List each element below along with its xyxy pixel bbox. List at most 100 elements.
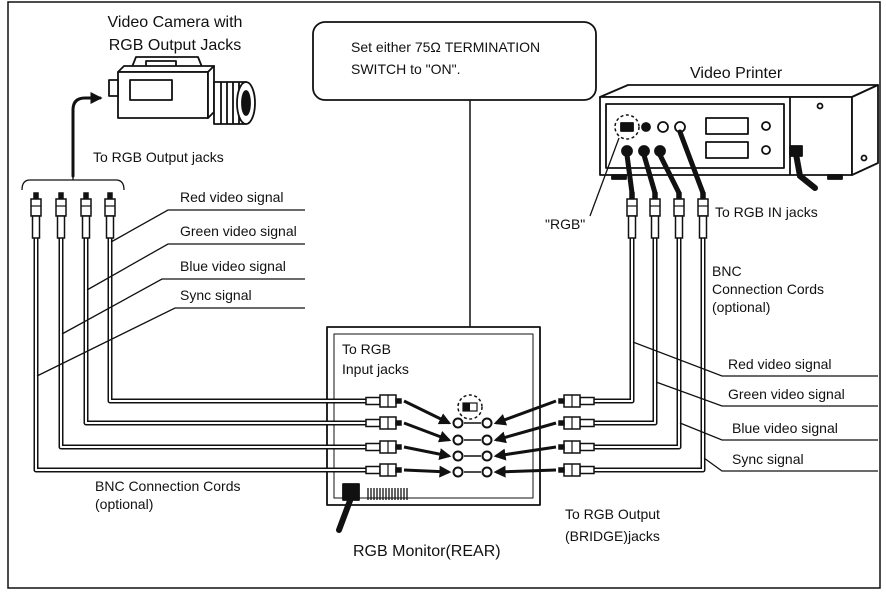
monitor-power-cord (336, 495, 354, 533)
right-cord-blue-core (594, 236, 680, 448)
printer-foot (827, 174, 843, 180)
left-cord-green-core (85, 236, 366, 424)
input-arrow-blue (403, 445, 452, 461)
camera-title-line2: RGB Output Jacks (109, 37, 242, 54)
left-signal-leader-blue (61, 278, 305, 335)
monitor-bridge-jack-green (481, 434, 493, 446)
bridge-arrow-blue (493, 445, 557, 461)
monitor-input-plug-red-pin (395, 398, 402, 404)
monitor-bridge-label-line1: To RGB Output (565, 506, 660, 522)
right-cord-green (594, 236, 658, 426)
camera-side-plug-sync-sleeve (30, 198, 42, 217)
monitor-input-plug-sync (365, 463, 402, 477)
bridge-arrow-green (493, 421, 557, 444)
right-cord-red-outline (594, 236, 635, 404)
right-cords-label-line2: Connection Cords (712, 281, 824, 297)
camera-side-plug-green (80, 192, 92, 239)
monitor-input-plug-blue (365, 440, 402, 454)
input-arrow-sync (403, 465, 452, 478)
monitor-bridge-plug-blue (558, 440, 595, 454)
printer-title: Video Printer (690, 65, 783, 82)
left-cord-red-core (109, 236, 366, 402)
printer-rgb-switch (620, 122, 634, 132)
monitor-bridge-plug-blue-pin (558, 444, 565, 450)
monitor-bridge-jack-sync (481, 466, 493, 478)
printer-lead-green (641, 152, 658, 196)
monitor-bridge-plug-sync-boot (579, 465, 595, 475)
printer-side-plug-green (649, 192, 661, 239)
printer-side-plug-sync-pin (700, 192, 706, 200)
printer-side-plug-green-boot (650, 215, 660, 239)
printer-screw (860, 154, 868, 162)
printer-lead-blue (657, 152, 682, 196)
monitor-bridge-plug-green (558, 416, 595, 430)
video-camera (108, 56, 256, 125)
printer-side-plug-sync-boot (698, 215, 708, 239)
printer-jack (657, 121, 669, 133)
camera-output-jacks-label: To RGB Output jacks (93, 149, 224, 165)
monitor-input-label-line2: Input jacks (342, 361, 409, 377)
termination-callout-box (312, 21, 597, 101)
monitor-bridge-plug-green-boot (579, 418, 595, 428)
right-signal-leader-red (632, 341, 878, 377)
diagram-frame (7, 1, 881, 589)
right-cords-label-line1: BNC (712, 263, 742, 279)
monitor-bridge-plug-blue-boot (579, 442, 595, 452)
camera-eyepiece (108, 79, 119, 97)
termination-switch-highlight (457, 394, 483, 420)
printer-connector-upper (705, 117, 749, 135)
right-cord-blue-outline (594, 236, 682, 450)
left-cords-label-line1: BNC Connection Cords (95, 478, 241, 494)
monitor-bridge-plug-red-pin (558, 398, 565, 404)
printer-side-plug-blue (673, 192, 685, 239)
monitor-bridge-plug-green-pin (558, 420, 565, 426)
printer-side-plug-green-pin (652, 192, 658, 200)
right-signal-label-green: Green video signal (728, 386, 845, 402)
camera-side-plug-red (104, 192, 116, 239)
monitor-bridge-plug-red (558, 394, 595, 408)
printer-rgb-switch-leader (589, 137, 620, 217)
monitor-bridge-plug-red-boot (579, 396, 595, 406)
left-signal-leader-sync (36, 307, 305, 377)
monitor-input-plug-red-boot (365, 396, 381, 406)
right-cord-red-core (594, 236, 633, 402)
printer-connector-lower (705, 141, 749, 159)
cables (33, 236, 706, 473)
right-cords-label-line3: (optional) (712, 299, 770, 315)
camera-side-plug-sync (30, 192, 42, 239)
printer-in-jacks-label: To RGB IN jacks (715, 204, 818, 220)
bnc-plugs (30, 192, 709, 477)
right-cord-blue (594, 236, 682, 450)
camera-side-plug-red-boot (105, 215, 115, 239)
input-arrow-green (403, 421, 452, 443)
termination-callout-line1: Set either 75Ω TERMINATION (351, 39, 540, 55)
termination-switch-lever (463, 403, 470, 411)
left-signal-label-green: Green video signal (180, 223, 297, 239)
printer-side-plug-red-sleeve (626, 198, 638, 217)
printer-side-plug-blue-boot (674, 215, 684, 239)
left-signal-label-sync: Sync signal (180, 287, 252, 303)
camera-side-plug-sync-pin (33, 192, 39, 200)
printer-side-plug-sync-sleeve (697, 198, 709, 217)
monitor-jacks (403, 399, 557, 478)
camera-side-plug-red-sleeve (104, 198, 116, 217)
camera-side-plug-blue-sleeve (55, 198, 67, 217)
left-cords-label-line2: (optional) (95, 496, 153, 512)
printer-side-plug-blue-pin (676, 192, 682, 200)
monitor-input-jack-green (452, 434, 464, 446)
printer-rgb-switch-highlight (614, 114, 640, 140)
printer-foot (611, 174, 627, 180)
right-signal-leader-sync (703, 457, 878, 472)
monitor-bridge-plug-sync (558, 463, 595, 477)
printer-side-plug-red-boot (627, 215, 637, 239)
right-cord-sync-core (594, 236, 704, 471)
monitor-input-jack-blue (452, 450, 464, 462)
bridge-arrow-sync (493, 465, 557, 478)
right-cord-green-outline (594, 236, 658, 426)
right-signal-leader-green (655, 381, 878, 407)
left-cord-blue-core (60, 236, 366, 448)
camera-title-line1: Video Camera with (108, 14, 243, 31)
printer-jack (761, 121, 771, 131)
printer-jack (641, 122, 651, 132)
